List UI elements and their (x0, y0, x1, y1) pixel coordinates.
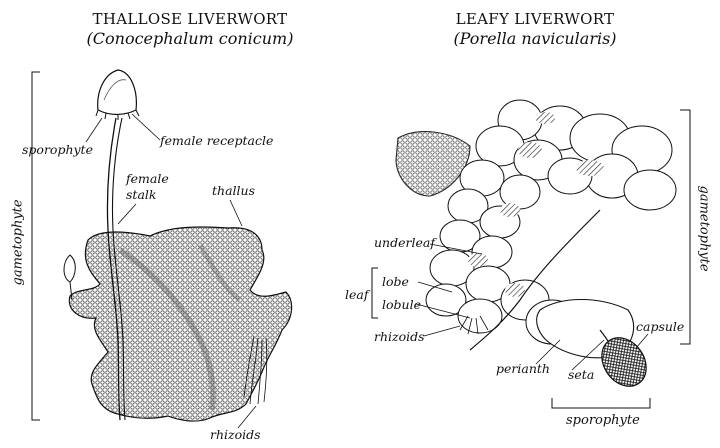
leader-capsule (636, 334, 648, 348)
label-seta: seta (568, 368, 594, 382)
label-rhizoids-left: rhizoids (210, 428, 261, 442)
leader-female-stalk (118, 204, 136, 224)
label-lobule: lobule (382, 298, 421, 312)
label-leaf: leaf (345, 288, 368, 302)
gemma-bud (64, 255, 75, 282)
label-gametophyte-right: gametophyte (697, 186, 712, 266)
big-leaf (396, 132, 470, 196)
label-underleaf: underleaf (374, 236, 435, 250)
label-sporophyte-left: sporophyte (22, 143, 93, 157)
leader-rhizoids-left (238, 406, 256, 428)
label-gametophyte-left: gametophyte (11, 206, 26, 286)
label-thallus: thallus (212, 184, 255, 198)
label-capsule: capsule (636, 320, 684, 334)
leader-rhizoids-right (424, 326, 460, 336)
leader-sporophyte (86, 118, 102, 142)
leader-thallus (230, 200, 242, 226)
gametophyte-bracket-left (32, 72, 40, 420)
label-sporophyte-right: sporophyte (566, 414, 640, 428)
label-rhizoids-right: rhizoids (374, 330, 425, 344)
label-female-receptacle: female receptacle (160, 134, 273, 148)
label-lobe: lobe (382, 275, 409, 289)
label-female-stalk-1: female (126, 172, 169, 186)
leader-female-receptacle (132, 114, 160, 140)
sporophyte-bracket (552, 398, 650, 408)
leaf-bracket (372, 268, 378, 318)
label-female-stalk-2: stalk (126, 188, 156, 202)
label-perianth: perianth (496, 362, 550, 376)
female-receptacle (98, 70, 137, 115)
gametophyte-bracket-right (680, 110, 690, 344)
thallus-shape (69, 227, 291, 421)
